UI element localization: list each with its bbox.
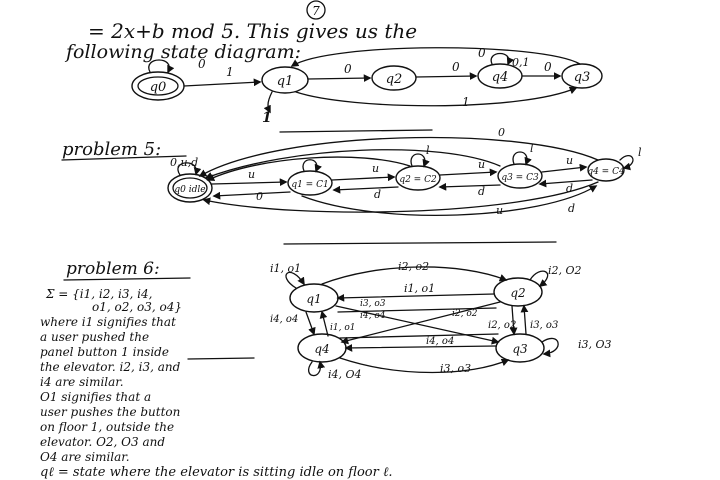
problem6-description: Σ = {i1, i2, i3, i4, o1, o2, o3, o4} whe… [40,287,393,480]
label-right-side-2: i2, o2 [488,320,516,331]
sigma-line-1: Σ = {i1, i2, i3, i4, [45,287,152,301]
state-q3-p6-label: q3 [512,342,528,356]
label-arc-bottom-2: d [568,202,575,215]
label-cross-4: i2, o2 [452,309,478,319]
desc-line-7: user pushes the button [40,405,180,419]
label-q1-q2: 0 [344,62,352,76]
label-mid-arrow: i1, o1 [404,282,435,295]
label-top-arrow: i2, o2 [398,260,429,273]
page-number-circle [306,0,326,20]
state-c3 [497,163,543,189]
intro-line-2: following state diagram: [64,41,301,63]
state-c1 [287,170,333,196]
label-cross-2: i4, o4 [360,311,386,321]
label-q4-q3: 0 [544,60,552,74]
label-back: 1 [262,110,272,126]
desc-line-4: the elevator. i2, i3, and [40,360,181,374]
state-q1-label: q1 [277,74,294,89]
state-q2-label: q2 [386,72,403,87]
label-left-side: i4, o4 [270,314,298,325]
label-down-2: d [478,185,485,198]
desc-line-2: a user pushed the [40,330,149,344]
state-q3 [561,63,603,89]
label-q4-loop: 0,1 [512,56,530,69]
state-diagram-2: q0 idle q1 = C1 q2 = C2 q3 = C3 q4 = C4 … [167,126,642,217]
label-q0-loop: 0 [198,57,206,71]
desc-line-3: panel button 1 inside [40,345,169,359]
state-q1-p6-label: q1 [306,292,321,306]
label-right-side: i3, o3 [530,320,558,331]
label-q4-loop: i4, O4 [328,368,362,381]
state-idle-label: q0 idle [174,185,205,195]
state-q1 [261,66,309,94]
state-q4-label: q4 [492,70,509,85]
problem5-underline [61,155,187,161]
desc-line-1: where i1 signifies that [40,315,176,329]
state-q3-label: q3 [574,70,591,85]
label-bottom: 1 [462,95,470,109]
label-cross-1: i3, o3 [360,299,386,309]
label-up-3: u [478,158,485,171]
label-q0-q1: 1 [226,65,234,79]
label-down-3: d [566,182,573,195]
divider-2 [283,241,557,245]
problem6-underline [63,277,191,281]
label-q1-loop: i1, o1 [270,262,301,275]
state-diagram-1: q0 q1 q2 q4 q3 0 1 0 0 0,1 0 0 1 [131,46,603,126]
label-arc-top: 0 [498,126,505,139]
desc-line-9: elevator. O2, O3 and [40,435,165,449]
sigma-line-2: o1, o2, o3, o4} [92,300,182,314]
desc-line-5: i4 are similar. [40,375,124,389]
label-up-2: u [372,162,379,175]
state-q0-accept-ring [137,76,179,96]
label-arc-bottom: u [496,204,503,217]
desc-line-10: O4 are similar. [40,450,130,464]
label-bottom-arrow: i3, o3 [440,362,471,375]
state-q2-p6-label: q2 [510,286,525,300]
intro-line-1: = 2x+b mod 5. This gives us the [88,19,417,43]
label-loop-c3: l [530,142,534,155]
label-idle-loop: 0,u,d [170,156,198,169]
divider-1 [279,129,433,133]
state-c1-label: q1 = C1 [291,180,328,190]
label-q2-q4: 0 [452,60,460,74]
problem5-heading: problem 5: [62,139,161,160]
label-loop-c2: l [426,144,430,157]
label-back-1: 0 [256,190,263,203]
state-q2 [371,65,417,91]
state-c2-label: q2 = C2 [399,175,437,185]
state-diagram-3: q1 q2 q4 q3 i1, o1 i2, O2 i3, O3 i4, O4 … [270,260,612,381]
label-up-4: u [566,154,573,167]
label-loop-c4: l [638,146,642,159]
label-q3-q1-top: 0 [478,46,486,60]
desc-line-11: qℓ = state where the elevator is sitting… [40,465,393,480]
state-q3-p6 [495,333,545,363]
state-q0-label: q0 [150,80,167,95]
label-q2-loop: i2, O2 [548,264,582,277]
state-q4-p6-label: q4 [314,342,329,356]
state-q2-p6 [493,277,543,307]
label-cross-3: i1, o1 [330,323,355,333]
label-q3-loop: i3, O3 [578,338,612,351]
state-c2 [395,165,441,191]
label-q3-q4: i4, o4 [426,336,454,347]
label-up-1: u [248,168,255,181]
desc-line-8: on floor 1, outside the [40,420,174,434]
page-number: 7 [312,4,320,18]
desc-line-6: O1 signifies that a [40,390,151,404]
state-c4-label: q4 = C4 [587,167,625,177]
label-down-1: d [374,188,381,201]
problem6-heading: problem 6: [66,259,160,279]
state-c3-label: q3 = C3 [501,173,539,183]
